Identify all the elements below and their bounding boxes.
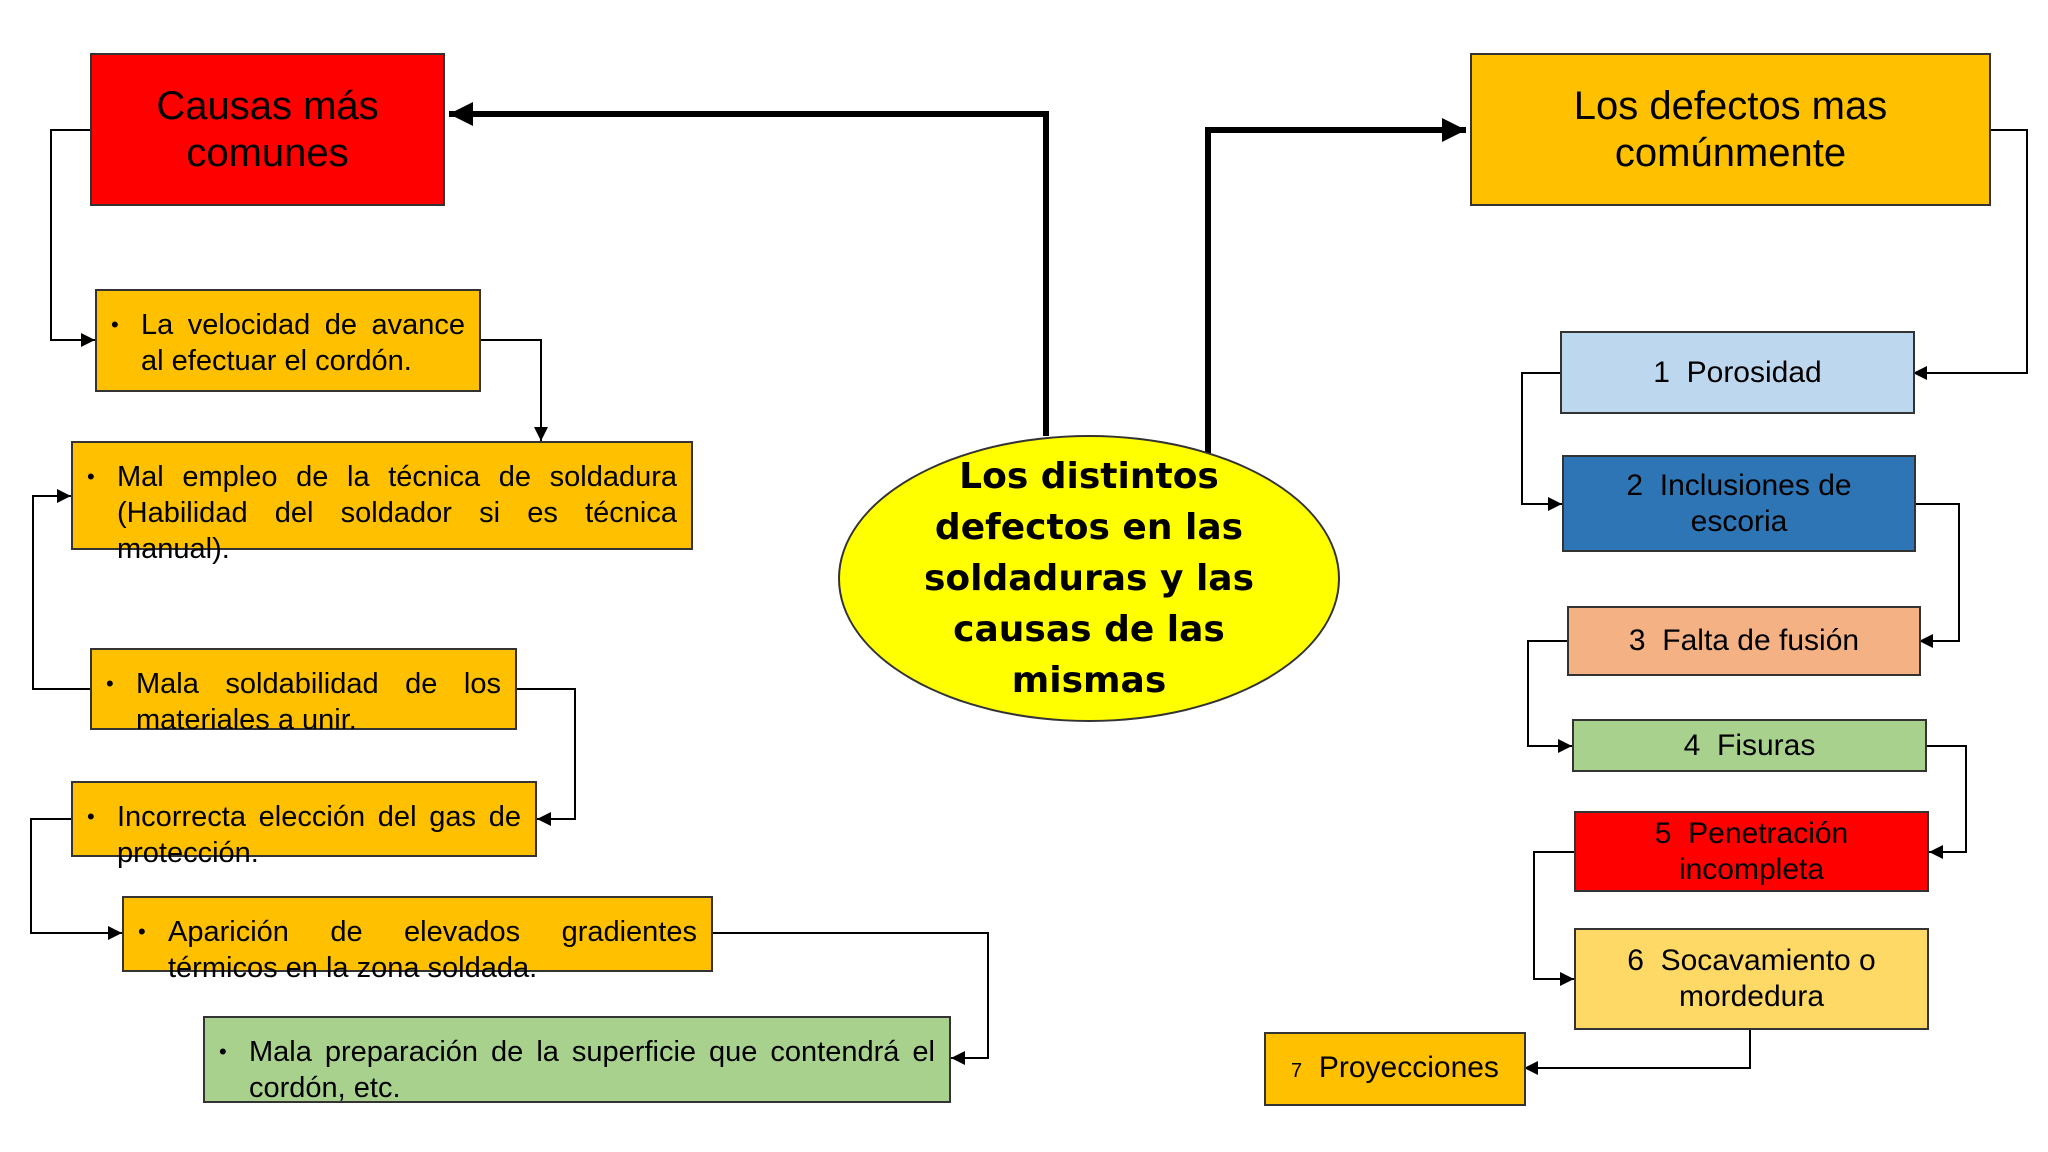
cause-box-1: • La velocidad de avance al efectuar el … xyxy=(95,289,481,392)
causes-link-2 xyxy=(481,339,548,441)
center-topic-ellipse: Los distintos defectos en las soldaduras… xyxy=(838,435,1340,722)
causes-header: Causas más comunes xyxy=(90,53,445,206)
defect-box-6: 6 Socavamiento o mordedura xyxy=(1574,928,1929,1030)
defects-header: Los defectos mas comúnmente xyxy=(1470,53,1991,206)
cause-box-6: • Mala preparación de la superficie que … xyxy=(203,1016,951,1104)
causes-link-4 xyxy=(517,688,576,826)
bullet-icon: • xyxy=(87,464,95,489)
defects-link-4 xyxy=(1527,640,1572,753)
center-to-causes-arrow xyxy=(449,102,1049,436)
defects-link-3 xyxy=(1916,503,1960,648)
defect-box-3: 3 Falta de fusión xyxy=(1567,606,1921,676)
defect-text-5: 5 Penetración incompleta xyxy=(1654,816,1849,886)
defect-box-4: 4 Fisuras xyxy=(1572,719,1927,772)
defect-box-5: 5 Penetración incompleta xyxy=(1574,811,1929,892)
cause-text-4: Incorrecta elección del gas de protecció… xyxy=(117,801,521,869)
cause-box-4: • Incorrecta elección del gas de protecc… xyxy=(71,781,537,869)
cause-box-3: • Mala soldabilidad de los materiales a … xyxy=(90,648,517,736)
defects-link-7 xyxy=(1524,1030,1751,1075)
center-topic-text: Los distintos defectos en las soldaduras… xyxy=(923,456,1255,701)
bullet-icon: • xyxy=(138,919,146,944)
causes-link-5 xyxy=(30,818,122,940)
cause-box-5: • Aparición de elevados gradientes térmi… xyxy=(122,896,713,984)
bullet-icon: • xyxy=(87,804,95,829)
defects-link-6 xyxy=(1533,851,1574,986)
bullet-icon: • xyxy=(106,671,114,696)
causes-link-6 xyxy=(713,932,989,1065)
cause-text-2: Mal empleo de la técnica de soldadura (H… xyxy=(117,461,677,565)
defect-text-6: 6 Socavamiento o mordedura xyxy=(1627,944,1876,1013)
defects-link-1 xyxy=(1913,129,2028,380)
cause-text-6: Mala preparación de la superficie que co… xyxy=(249,1036,935,1104)
cause-text-1: La velocidad de avance al efectuar el co… xyxy=(141,309,465,377)
cause-text-3: Mala soldabilidad de los materiales a un… xyxy=(136,668,501,736)
defect-text-2: 2 Inclusiones de escoria xyxy=(1626,468,1852,538)
bullet-icon: • xyxy=(111,312,119,337)
defects-link-2 xyxy=(1521,372,1562,511)
defect-text-3: 3 Falta de fusión xyxy=(1628,624,1860,657)
causes-link-3 xyxy=(32,489,90,690)
defects-header-text: Los defectos mas comúnmente xyxy=(1573,83,1888,175)
defect-text-7: 7 Proyecciones xyxy=(1291,1050,1499,1084)
defect-box-7: 7 Proyecciones xyxy=(1264,1032,1526,1106)
defect-text-4: 4 Fisuras xyxy=(1683,728,1816,762)
bullet-icon: • xyxy=(219,1039,227,1064)
defect-box-2: 2 Inclusiones de escoria xyxy=(1562,455,1916,552)
defect-text-1: 1 Porosidad xyxy=(1653,355,1822,389)
center-to-defects-arrow xyxy=(1205,118,1466,455)
causes-link-1 xyxy=(50,129,95,347)
causes-header-text: Causas más comunes xyxy=(156,83,379,175)
cause-box-2: • Mal empleo de la técnica de soldadura … xyxy=(71,441,693,565)
cause-text-5: Aparición de elevados gradientes térmico… xyxy=(168,916,697,984)
defect-box-1: 1 Porosidad xyxy=(1560,331,1915,414)
defects-link-5 xyxy=(1927,745,1967,859)
